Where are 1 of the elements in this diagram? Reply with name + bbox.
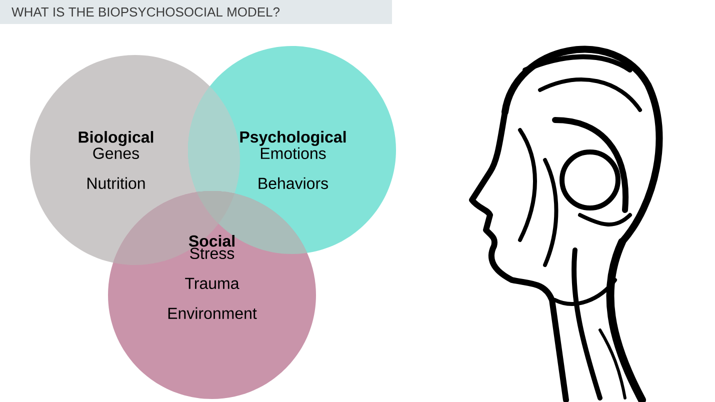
- title-banner: WHAT IS THE BIOPSYCHOSOCIAL MODEL?: [0, 0, 392, 24]
